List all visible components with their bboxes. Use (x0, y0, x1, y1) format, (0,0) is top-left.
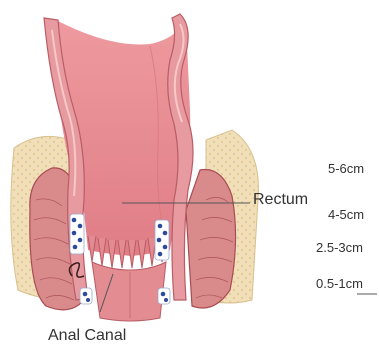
measurement-label-0-5-1cm: 0.5-1cm (316, 276, 363, 291)
measurement-label-5-6cm: 5-6cm (328, 161, 364, 176)
right-sphincter-muscle (186, 170, 236, 308)
measurement-label-2-5-3cm: 2.5-3cm (316, 240, 363, 255)
anal-canal (92, 262, 166, 321)
anal-canal-label: Anal Canal (48, 327, 126, 345)
rectum-label: Rectum (253, 191, 308, 209)
measurement-label-4-5cm: 4-5cm (328, 207, 364, 222)
